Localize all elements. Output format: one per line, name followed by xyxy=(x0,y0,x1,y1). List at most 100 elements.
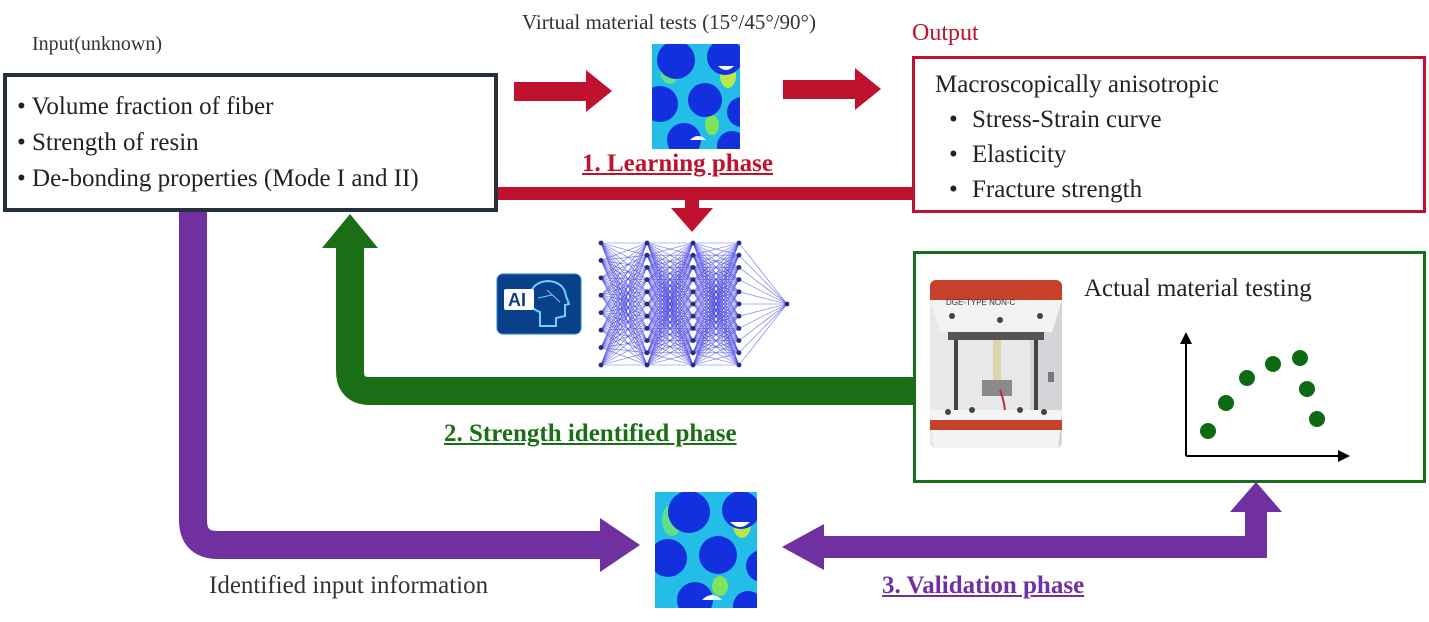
actual-testing-label: Actual material testing xyxy=(1084,275,1312,302)
nn-node xyxy=(644,338,650,343)
bus-to-nn-head xyxy=(671,208,713,232)
input-item-1: • Volume fraction of fiber xyxy=(17,93,273,121)
nn-connection xyxy=(600,291,648,366)
nn-connection xyxy=(600,279,648,296)
nn-connection xyxy=(646,242,694,353)
nn-connection xyxy=(600,260,648,293)
nn-node xyxy=(690,350,696,356)
nn-connection xyxy=(600,254,648,296)
nn-node xyxy=(598,292,604,298)
input-item-label: Volume fraction of fiber xyxy=(31,93,274,120)
nn-node xyxy=(690,313,696,319)
nn-connection xyxy=(600,291,648,331)
nn-node xyxy=(598,362,604,368)
bullet-icon: • xyxy=(17,93,26,120)
learning-phase-label: 1. Learning phase xyxy=(582,150,774,177)
nn-connection xyxy=(600,294,648,305)
nn-connection xyxy=(738,303,788,341)
nn-connection xyxy=(600,279,648,348)
nn-connection xyxy=(692,242,740,280)
nn-node xyxy=(690,265,696,270)
nn-connection xyxy=(600,312,648,317)
nn-connection xyxy=(600,260,648,305)
nn-connection xyxy=(646,291,694,366)
nn-connection xyxy=(692,242,740,305)
nn-connection xyxy=(738,303,788,354)
input-to-sim-shaft xyxy=(514,82,588,101)
nn-connection xyxy=(600,315,648,366)
nn-node xyxy=(644,301,650,307)
nn-node xyxy=(644,265,650,270)
nn-connection xyxy=(600,255,648,313)
nn-connection xyxy=(738,254,788,305)
validation-up-arrowhead xyxy=(1230,482,1282,512)
nn-connection xyxy=(646,242,694,293)
strength-phase-label: 2. Strength identified phase xyxy=(444,420,737,447)
nn-node xyxy=(736,289,742,295)
nn-node xyxy=(736,301,742,307)
nn-connection xyxy=(600,242,648,348)
validation-left-arrowhead xyxy=(782,524,824,570)
bus-to-nn-shaft xyxy=(685,198,699,210)
input-item-label: Strength of resin xyxy=(32,129,199,156)
identified-arrowhead xyxy=(600,518,640,572)
nn-node xyxy=(690,240,696,246)
nn-node xyxy=(690,301,696,307)
nn-connection xyxy=(600,352,648,366)
nn-node xyxy=(598,275,604,281)
nn-node xyxy=(736,313,742,319)
nn-node xyxy=(644,240,650,246)
output-title: Output xyxy=(912,20,979,46)
strength-arrows xyxy=(322,214,916,405)
output-item-label: Fracture strength xyxy=(972,176,1143,203)
nn-connection xyxy=(646,303,694,366)
output-item-label: Stress-Strain curve xyxy=(972,106,1162,133)
nn-connection xyxy=(646,242,694,256)
nn-node xyxy=(644,289,650,295)
nn-connection xyxy=(692,242,740,317)
nn-connection xyxy=(600,242,648,256)
nn-connection xyxy=(692,242,740,268)
nn-connection xyxy=(600,277,648,280)
actual-testing-box xyxy=(913,251,1426,483)
nn-connection xyxy=(738,303,788,329)
machine-label: DGE-TYPE NON-C xyxy=(946,298,1016,307)
micro-simulation-icon-2 xyxy=(655,492,757,608)
nn-connection xyxy=(600,340,648,366)
output-item-1: • Stress-Strain curve xyxy=(949,106,1162,134)
nn-connection xyxy=(600,277,648,305)
nn-connection xyxy=(646,267,694,366)
learning-arrows xyxy=(498,68,914,232)
nn-connection xyxy=(600,315,648,348)
nn-connection xyxy=(646,242,694,329)
nn-node xyxy=(736,240,742,246)
nn-connection xyxy=(600,242,648,366)
nn-connection xyxy=(600,303,648,366)
learning-bus xyxy=(498,187,914,200)
virtual-tests-label: Virtual material tests (15°/45°/90°) xyxy=(522,10,816,34)
nn-node xyxy=(690,277,696,282)
nn-connection xyxy=(692,315,740,366)
output-item-2: • Elasticity xyxy=(949,141,1066,169)
ai-badge-text: AI xyxy=(508,290,526,310)
nn-node xyxy=(598,327,604,333)
nn-connection xyxy=(600,328,648,366)
nn-connection xyxy=(646,279,694,366)
nn-connection xyxy=(692,242,740,329)
input-item-3: • De-bonding properties (Mode I and II) xyxy=(17,165,419,193)
nn-node xyxy=(644,252,650,258)
nn-node xyxy=(736,350,742,356)
scatter-plot-icon xyxy=(1180,332,1350,462)
validation-arrows xyxy=(179,212,1282,572)
nn-connection xyxy=(600,242,648,331)
nn-connection xyxy=(646,242,694,317)
nn-connection xyxy=(692,279,740,366)
nn-node xyxy=(690,326,696,331)
nn-connection xyxy=(600,295,648,317)
testing-to-sim-arrow xyxy=(822,510,1267,558)
nn-connection xyxy=(646,315,694,366)
nn-node xyxy=(598,258,604,263)
nn-connection xyxy=(600,279,648,331)
neural-network-icon xyxy=(598,240,790,368)
sim-to-output-shaft xyxy=(783,80,857,99)
